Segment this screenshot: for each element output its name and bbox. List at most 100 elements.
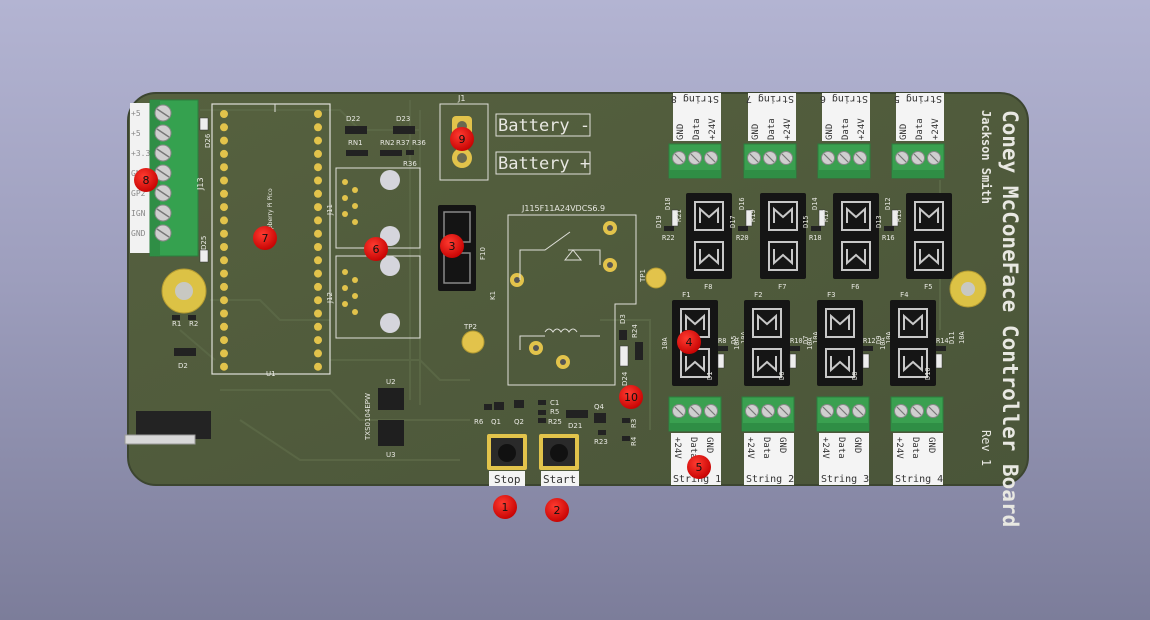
r36b-label: R36 — [403, 160, 417, 168]
led-label: D13 — [875, 215, 883, 228]
marker-number: 10 — [624, 391, 638, 404]
level-shifter-u2: U2 — [378, 378, 404, 410]
resistor-label: R21 — [675, 209, 683, 222]
pico-pin-pad-left — [220, 163, 228, 172]
pico-pin-pad-left — [220, 282, 228, 291]
pico-pin-pad-right — [314, 243, 322, 251]
marker-number: 5 — [696, 461, 703, 474]
string-pin-label: GND — [676, 124, 686, 140]
fuse-rating-label: 10A — [661, 337, 669, 350]
fuse-rating-label: 10A — [958, 331, 966, 344]
pico-label: Raspberry Pi Pico — [267, 188, 274, 240]
terminal-block — [741, 396, 795, 432]
rn1-label: RN1 — [348, 139, 363, 147]
diode-label: D11 — [948, 331, 956, 344]
d2-label: D2 — [178, 362, 188, 370]
string-pin-label: GND — [852, 437, 862, 453]
button-driver-components: R6 Q1 Q2 C1 R5 R25 D21 Q4 R23 R3 R4 — [474, 399, 638, 446]
header-pin: GND — [131, 224, 172, 242]
pico-pin-pad-right — [314, 203, 322, 212]
marker-number: 1 — [502, 501, 509, 514]
string-pin-label: GND — [825, 124, 835, 140]
pico-pin-pad-left — [220, 216, 228, 225]
diode-label: D9 — [875, 336, 883, 344]
txs-label: TXS0104EPW — [364, 393, 372, 441]
d25-label: D25 — [200, 236, 208, 250]
mounting-hole-right — [949, 270, 987, 308]
fuse-rating-label: 10A — [879, 337, 887, 350]
header-pin: IGN — [131, 204, 172, 222]
stop-button[interactable]: Stop — [487, 434, 527, 486]
diode-label: D18 — [664, 197, 672, 210]
annotation-marker: 7 — [253, 226, 277, 250]
fuse-name-label: F8 — [704, 283, 712, 291]
c1-label: C1 — [550, 399, 559, 407]
marker-number: 7 — [262, 232, 269, 245]
fuse-rating-label: 10A — [733, 337, 741, 350]
d23-label: D23 — [396, 115, 410, 123]
annotation-marker: 4 — [677, 330, 701, 354]
r4-label: R4 — [630, 436, 638, 446]
pico-pin-pad-left — [220, 362, 228, 371]
d26-label: D26 — [204, 133, 212, 148]
resistor-label: R8 — [718, 337, 726, 345]
string-name-label: String 1 — [673, 474, 721, 485]
pico-pin-pad-right — [314, 229, 322, 238]
terminal-block — [668, 143, 722, 179]
relay-indicator-components: D3 R24 D24 — [619, 314, 643, 386]
pico-pin-pad-right — [314, 336, 322, 345]
resistor-label: R18 — [809, 234, 822, 242]
tp1-label: TP1 — [639, 269, 647, 283]
stop-button-label: Stop — [494, 473, 521, 486]
diode-label: D14 — [811, 197, 819, 210]
pico-pin-pad-left — [220, 296, 228, 305]
top-fuse-row: F8D19D18R21R22F7D17D16R19R20F6D15D14R17R… — [655, 193, 952, 291]
start-button[interactable]: Start — [539, 434, 579, 486]
diode-label: D8 — [851, 372, 859, 380]
string-name-label: String 8 — [671, 93, 719, 104]
string-pin-label: GND — [704, 437, 714, 453]
terminal-block — [891, 143, 945, 179]
led-label: D19 — [655, 215, 663, 228]
u1-label: U1 — [266, 370, 276, 378]
marker-number: 8 — [143, 174, 150, 187]
j1-label: J1 — [457, 94, 465, 103]
header-pin-label: GND — [131, 229, 146, 238]
fuse-name-label: F2 — [754, 291, 762, 299]
marker-number: 6 — [373, 243, 380, 256]
string-name-label: String 6 — [820, 93, 868, 104]
blade-fuse — [744, 300, 790, 386]
q4-label: Q4 — [594, 403, 605, 411]
diode-label: D6 — [778, 372, 786, 380]
blade-fuse — [760, 193, 806, 279]
header-pin: +5 — [131, 124, 172, 142]
pico-pin-pad-left — [220, 136, 228, 145]
resistor-label: R14 — [936, 337, 949, 345]
terminal-block — [890, 396, 944, 432]
pico-pin-pad-right — [314, 149, 322, 158]
string-pin-label: GND — [899, 124, 909, 140]
u2-label: U2 — [386, 378, 396, 386]
pico-pin-pad-right — [314, 216, 322, 225]
string-name-label: String 7 — [746, 93, 794, 104]
resistor-label: R19 — [749, 209, 757, 222]
mounting-hole-left — [161, 268, 207, 314]
pico-pin-pad-left — [220, 309, 228, 318]
marker-number: 4 — [686, 336, 693, 349]
fuse-name-label: F5 — [924, 283, 932, 291]
r36-label: R36 — [412, 139, 426, 147]
board-title: Coney McConeFace Controller Board — [998, 110, 1022, 527]
raspberry-pi-pico-u1 — [211, 103, 331, 375]
diode-label: D1 — [706, 372, 714, 380]
header-pin-label: +5 — [131, 109, 141, 118]
pico-pin-pad-right — [314, 309, 322, 318]
fuse-name-label: F1 — [682, 291, 690, 299]
blade-fuse — [686, 193, 732, 279]
